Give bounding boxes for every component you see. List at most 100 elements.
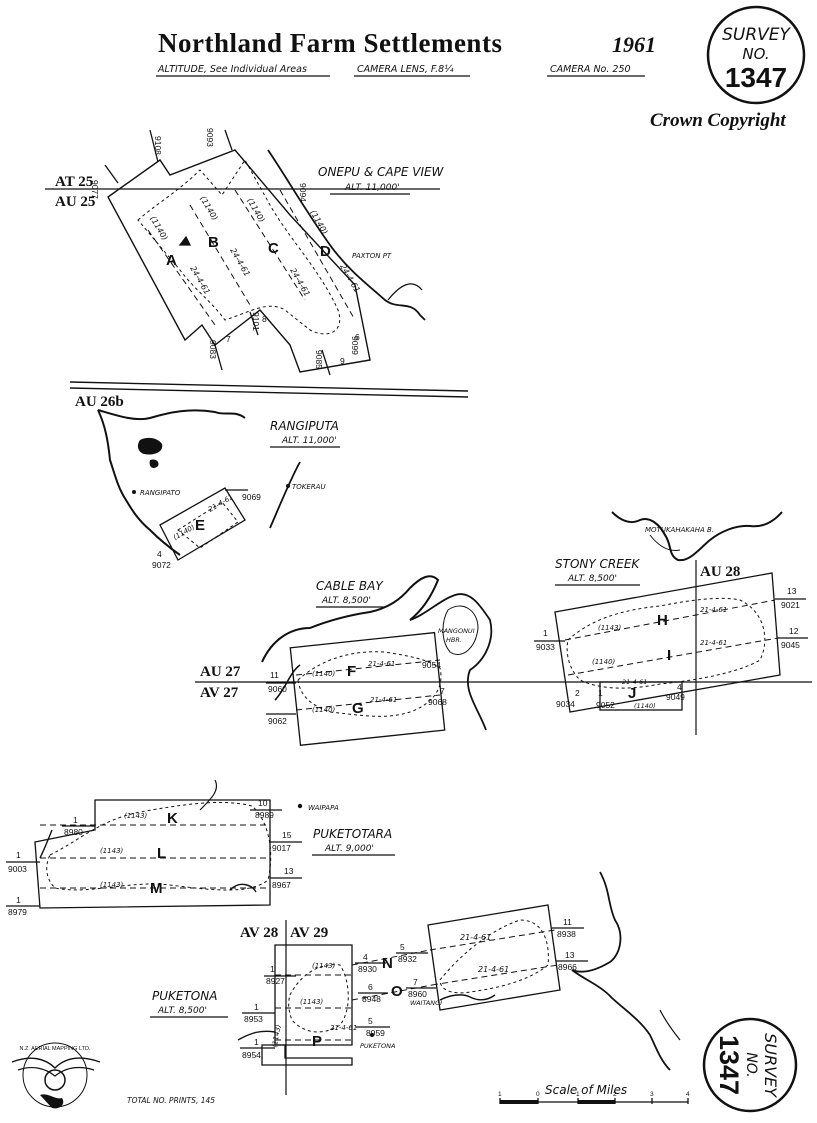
run-13-o: 13 — [565, 950, 575, 960]
flight-1140-f: (1140) — [312, 670, 336, 678]
nz-aerial-mapping-logo: N.Z. AERIAL MAPPING LTD. — [11, 1042, 101, 1109]
place-paxton: PAXTON PT — [352, 252, 392, 260]
flight-1140-a: (1140) — [148, 215, 169, 243]
place-waitangi: WAITANGI — [410, 999, 442, 1007]
cable-bay-alt: ALT. 8,500' — [321, 596, 371, 606]
strip-letter-a: A — [166, 252, 177, 269]
svg-text:2: 2 — [613, 1091, 617, 1098]
flight-1140-b: (1140) — [198, 195, 219, 223]
puketotara-name: PUKETOTARA — [313, 827, 392, 841]
photo-9099: 9099 — [350, 336, 360, 355]
svg-text:Scale of Miles: Scale of Miles — [545, 1083, 627, 1097]
run-11-n: 11 — [563, 917, 572, 927]
strip-letter-p: P — [312, 1033, 322, 1050]
photo-9054: 9054 — [422, 660, 441, 670]
svg-text:N.Z. AERIAL MAPPING LTD.: N.Z. AERIAL MAPPING LTD. — [20, 1046, 91, 1052]
photo-9101: 9101 — [251, 312, 261, 331]
flight-1143-l: (1143) — [100, 847, 124, 855]
flight-1140-d: (1140) — [308, 209, 329, 237]
puketona-area: N O P PUKETONA ALT. 8,500' WAITANGI PUKE… — [150, 871, 681, 1071]
flight-1143-o: (1143) — [300, 998, 324, 1006]
strip-letter-j: J — [628, 685, 636, 702]
photo-9077: 9077 — [90, 180, 100, 199]
flight-1143-k: (1143) — [124, 812, 148, 820]
onepu-area-alt: ALT. 11,000' — [344, 183, 400, 193]
strip-letter-m: M — [150, 880, 163, 897]
sheet-au28: AU 28 — [700, 564, 740, 580]
photo-8989: 8989 — [255, 810, 274, 820]
run-8: 8 — [262, 314, 267, 324]
strip-letter-d: D — [320, 243, 331, 260]
cable-bay-area: F G CABLE BAY ALT. 8,500' MANGONUI HBR. … — [261, 575, 493, 746]
run-7-o: 7 — [413, 977, 418, 987]
onepu-cape-view-area: A B C D ONEPU & CAPE VIEW ALT. 11,000' P… — [90, 128, 445, 376]
rangiputa-alt: ALT. 11,000' — [281, 436, 337, 446]
sheet-au26b: AU 26b — [75, 394, 124, 410]
stony-creek-area: H I J STONY CREEK ALT. 8,500' MOTUKAHAKA… — [534, 511, 808, 713]
strip-letter-i: I — [667, 647, 671, 664]
flight-1143-p: (1143) — [271, 1024, 283, 1049]
date-21-h: 21-4-61 — [700, 606, 727, 614]
svg-text:3: 3 — [650, 1091, 654, 1098]
stony-creek-alt: ALT. 8,500' — [567, 574, 617, 584]
run-1-m: 1 — [16, 895, 21, 905]
rangiputa-name: RANGIPUTA — [270, 419, 339, 433]
run-7-cb: 7 — [440, 686, 445, 696]
date-24-b: 24-4-61 — [228, 247, 251, 279]
camera-number-note: CAMERA No. 250 — [550, 64, 631, 75]
run-1-j: 1 — [598, 688, 603, 698]
photo-8966: 8966 — [558, 962, 577, 972]
photo-8954: 8954 — [242, 1050, 261, 1060]
run-10: 10 — [258, 798, 268, 808]
photo-8959: 8959 — [366, 1028, 385, 1038]
photo-8932: 8932 — [398, 954, 417, 964]
photo-8980: 8980 — [64, 827, 83, 837]
photo-9034: 9034 — [556, 699, 575, 709]
svg-text:NO.: NO. — [743, 1052, 759, 1077]
run-4-n: 4 — [363, 952, 368, 962]
strip-letter-o: O — [391, 983, 403, 1000]
photo-9049: 9049 — [666, 692, 685, 702]
photo-8960: 8960 — [408, 989, 427, 999]
onepu-area-name: ONEPU & CAPE VIEW — [318, 165, 445, 179]
map-title: Northland Farm Settlements — [158, 28, 502, 58]
photo-9085: 9085 — [314, 350, 324, 369]
survey-stamp-top: SURVEY NO. 1347 — [706, 5, 806, 105]
svg-text:1: 1 — [576, 1091, 580, 1098]
run-13-pk: 13 — [284, 866, 294, 876]
survey-stamp-bottom: SURVEY NO. 1347 — [702, 1017, 798, 1113]
photo-8938: 8938 — [557, 929, 576, 939]
crown-copyright: Crown Copyright — [650, 110, 786, 131]
run-11: 11 — [270, 670, 279, 680]
date-21-o: 21-4-61 — [478, 965, 509, 974]
svg-text:SURVEY: SURVEY — [722, 25, 791, 45]
photo-8953: 8953 — [244, 1014, 263, 1024]
strip-letter-k: K — [167, 810, 178, 827]
rangiputa-area: E RANGIPUTA ALT. 11,000' RANGIPATO TOKER… — [97, 409, 340, 570]
run-12: 12 — [789, 626, 799, 636]
strip-letter-b: B — [208, 234, 219, 251]
sheet-av29: AV 29 — [290, 925, 328, 941]
strip-letter-g: G — [352, 700, 364, 717]
svg-text:1347: 1347 — [725, 62, 787, 93]
sheet-at25: AT 25 — [55, 174, 93, 190]
flight-1140-i: (1140) — [592, 658, 616, 666]
sheet-au25: AU 25 — [55, 194, 95, 210]
run-9: 9 — [340, 356, 345, 366]
date-21-i: 21-4-61 — [700, 639, 727, 647]
photo-8930: 8930 — [358, 964, 377, 974]
total-prints: TOTAL NO. PRINTS, 145 — [127, 1096, 215, 1105]
puketotara-area: K L M (1143) (1143) (1143) PUKETOTARA AL… — [6, 779, 395, 917]
photo-9108: 9108 — [153, 136, 163, 155]
sheet-av27: AV 27 — [200, 685, 239, 701]
scale-bar: Scale of Miles 1 0 1 2 3 4 — [498, 1083, 690, 1104]
run-1-p3: 1 — [254, 1037, 259, 1047]
puketotara-alt: ALT. 9,000' — [324, 844, 374, 854]
photo-9069: 9069 — [242, 492, 261, 502]
strip-letter-c: C — [268, 240, 279, 257]
run-6-o: 6 — [368, 982, 373, 992]
run-1-k: 1 — [73, 815, 78, 825]
photo-9033: 9033 — [536, 642, 555, 652]
camera-lens-note: CAMERA LENS, F.8¼ — [357, 64, 454, 75]
